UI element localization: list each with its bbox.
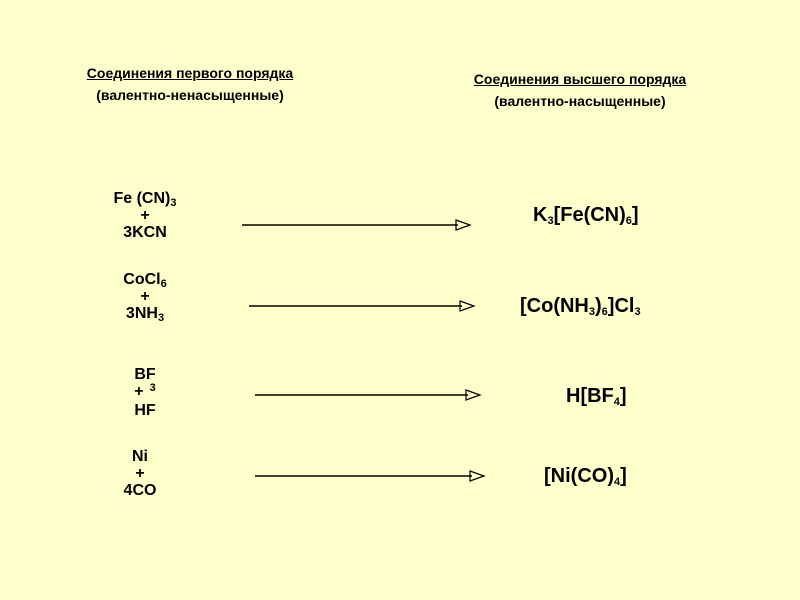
reactant-2a: CoCl6 xyxy=(123,271,167,290)
left-header-subtitle: (валентно-ненасыщенные) xyxy=(96,87,284,103)
left-header: Соединения первого порядка (валентно-нен… xyxy=(40,62,340,106)
product-3: H[BF4] xyxy=(566,385,627,408)
arrow-1 xyxy=(242,219,472,231)
right-header-title: Соединения высшего порядка xyxy=(473,71,687,87)
reactants-2: CoCl6 + 3NH3 xyxy=(85,271,205,324)
right-header-subtitle: (валентно-насыщенные) xyxy=(494,93,666,109)
reactant-4b: 4CO xyxy=(123,482,157,499)
plus-sign-3: +3 xyxy=(134,382,156,400)
reactant-3a: BF xyxy=(134,366,156,383)
arrow-2 xyxy=(249,300,476,312)
reactant-4a: Ni xyxy=(132,448,148,465)
plus-sign-2: + xyxy=(140,288,150,305)
reactant-3b: HF xyxy=(134,402,156,419)
right-header: Соединения высшего порядка (валентно-нас… xyxy=(420,68,740,112)
reactant-1b: 3KCN xyxy=(123,224,167,241)
plus-sign-1: + xyxy=(140,207,150,224)
reactant-3a-subscript: 3 xyxy=(149,382,156,394)
product-1: K3[Fe(CN)6] xyxy=(533,204,639,227)
reactants-3: BF +3 HF xyxy=(85,366,205,419)
reactants-1: Fe (CN)3 + 3KCN xyxy=(85,190,205,241)
left-header-title: Соединения первого порядка xyxy=(86,65,294,81)
reactant-2b: 3NH3 xyxy=(125,305,165,324)
reactants-4: Ni + 4CO xyxy=(80,448,200,499)
product-4: [Ni(CO)4] xyxy=(544,465,627,488)
reactant-1a: Fe (CN)3 xyxy=(113,190,177,209)
plus-sign-4: + xyxy=(135,465,145,482)
arrow-3 xyxy=(255,389,482,401)
product-2: [Co(NH3)6]Cl3 xyxy=(520,295,641,318)
arrow-4 xyxy=(255,470,486,482)
